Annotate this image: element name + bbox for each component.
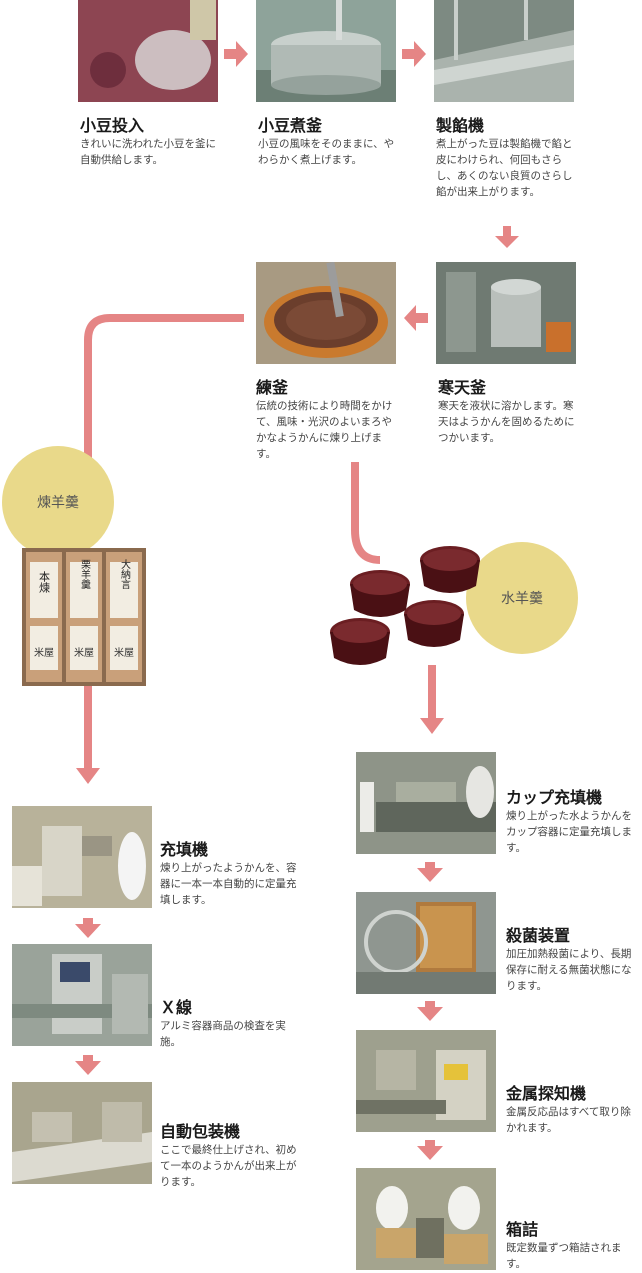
flow-neri-left: [84, 314, 244, 460]
step-desc-azuki-toryu: きれいに洗われた小豆を釜に自動供給します。: [80, 138, 216, 166]
step-title-xray: Ｘ線: [160, 998, 193, 1017]
step-desc-juten-ki: 煉り上がったようかんを、容器に一本一本自動的に定量充填します。: [160, 862, 297, 906]
arrow-down-r3: [417, 1140, 443, 1160]
photo-yokan-package: 本煉 栗羊羹 大納言 米屋 米屋 米屋: [22, 548, 146, 686]
step-title-kanten-gama: 寒天釜: [438, 378, 487, 397]
photo-neri-gama: [256, 262, 396, 364]
package-brand-1: 米屋: [34, 646, 54, 659]
label-mizu-yokan: 水羊羹: [466, 542, 578, 654]
step-desc-jido-hoso: ここで最終仕上げされ、初めて一本のようかんが出来上がります。: [160, 1144, 297, 1188]
arrow-down-l2: [75, 1055, 101, 1075]
arrow-down-l1: [75, 918, 101, 938]
arrow-down-neri: [76, 768, 100, 784]
photo-xray: [12, 944, 152, 1046]
package-text-2: 栗羊羹: [79, 559, 91, 590]
photo-juten-ki: [12, 806, 152, 908]
step-desc-kanten-gama: 寒天を液状に溶かします。寒天はようかんを固めるためにつかいます。: [438, 400, 575, 444]
step-desc-neri-gama: 伝統の技術により時間をかけて、風味・光沢のよいまろやかなようかんに煉り上げます。: [256, 400, 393, 460]
photo-sakkin: [356, 892, 496, 994]
flow-mizu: [351, 462, 381, 564]
step-desc-cup-juten: 煉り上がった水ようかんをカップ容器に定量充填します。: [506, 810, 632, 854]
step-title-azuki-nigama: 小豆煮釜: [258, 116, 323, 135]
photo-hakozume: [356, 1168, 496, 1270]
photo-cup-juten: [356, 752, 496, 854]
arrow-down-mizu: [420, 718, 444, 734]
step-desc-sakkin: 加圧加熱殺菌により、長期保存に耐える無菌状態になります。: [506, 948, 632, 992]
step-desc-azuki-nigama: 小豆の風味をそのままに、やわらかく煮上げます。: [258, 138, 395, 166]
photo-jido-hoso: [12, 1082, 152, 1184]
photo-mizu-yokan-cups: [322, 540, 494, 680]
step-title-jido-hoso: 自動包装機: [160, 1122, 241, 1141]
photo-kinzoku: [356, 1030, 496, 1132]
arrow-down-1: [495, 226, 519, 248]
arrow-right-2: [402, 41, 426, 67]
package-brand-3: 米屋: [114, 646, 134, 659]
arrow-left-1: [404, 305, 428, 331]
step-title-sakkin: 殺菌装置: [506, 926, 571, 945]
step-title-kinzoku: 金属探知機: [506, 1084, 587, 1103]
step-desc-hakozume: 既定数量ずつ箱詰されます。: [506, 1242, 622, 1270]
step-desc-seian-ki: 煮上がった豆は製餡機で餡と皮にわけられ、何回もさらし、あくのない良質のさらし餡が…: [436, 138, 573, 198]
step-title-neri-gama: 練釜: [256, 378, 289, 397]
step-desc-xray: アルミ容器商品の検査を実施。: [160, 1020, 286, 1048]
step-title-azuki-toryu: 小豆投入: [80, 116, 145, 135]
step-title-cup-juten: カップ充填機: [506, 788, 603, 807]
package-text-3: 大納言: [119, 558, 131, 590]
step-title-hakozume: 箱詰: [506, 1220, 539, 1239]
photo-azuki-toryu: [78, 0, 218, 102]
step-title-juten-ki: 充填機: [160, 840, 209, 859]
photo-azuki-nigama: [256, 0, 396, 102]
package-text-1: 本煉: [38, 570, 51, 594]
step-title-seian-ki: 製餡機: [436, 116, 485, 135]
arrow-down-r1: [417, 862, 443, 882]
arrow-down-r2: [417, 1001, 443, 1021]
photo-seian-ki: [434, 0, 574, 102]
label-neri-yokan: 煉羊羹: [2, 446, 114, 558]
package-brand-2: 米屋: [74, 646, 94, 659]
step-desc-kinzoku: 金属反応品はすべて取り除かれます。: [506, 1106, 631, 1134]
arrow-right-1: [224, 41, 248, 67]
photo-kanten-gama: [436, 262, 576, 364]
